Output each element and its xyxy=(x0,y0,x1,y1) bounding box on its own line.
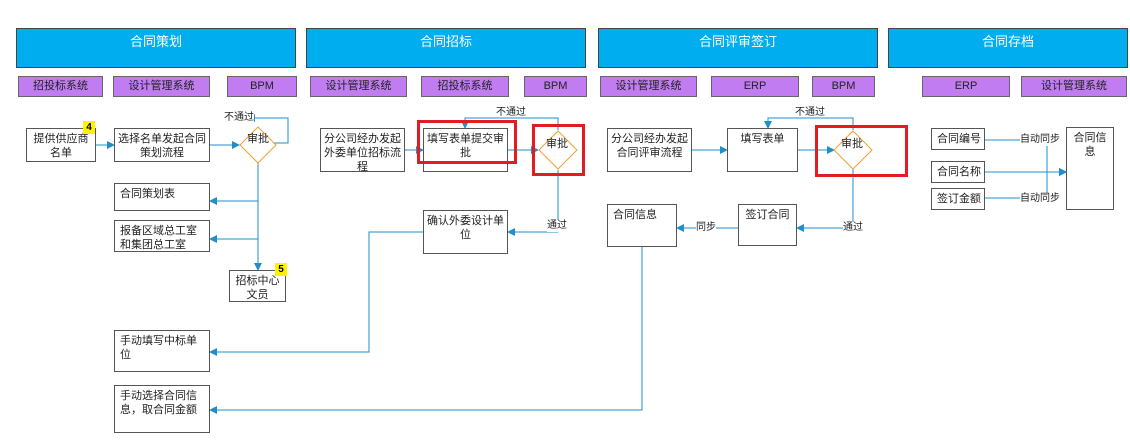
auto-sync1-label: 自动同步 xyxy=(1020,134,1060,146)
approve2-diamond xyxy=(538,130,578,170)
system-design-1: 设计管理系统 xyxy=(113,76,210,97)
phase-review: 合同评审签订 xyxy=(598,28,878,68)
node-confirm-unit: 确认外委设计单位 xyxy=(423,210,508,254)
node-contract-no: 合同编号 xyxy=(931,128,985,150)
node-branch-review: 分公司经办发起合同评审流程 xyxy=(607,128,692,172)
badge-5: 5 xyxy=(275,263,287,276)
node-contract-info: 合同信息 xyxy=(607,204,677,247)
node-sign-amount: 签订金额 xyxy=(931,188,985,210)
node-sign: 签订合同 xyxy=(738,204,797,246)
node-manual-select: 手动选择合同信息，取合同金额 xyxy=(114,385,210,433)
approve1-diamond xyxy=(239,126,277,164)
node-plan-table: 合同策划表 xyxy=(114,183,210,211)
approve2-label: 审批 xyxy=(546,138,568,150)
edge-approve3-reject xyxy=(764,117,854,130)
phase-archive: 合同存档 xyxy=(888,28,1128,68)
approve3-diamond xyxy=(833,130,873,170)
phase-bidding: 合同招标 xyxy=(306,28,586,68)
node-contract-name: 合同名称 xyxy=(931,161,985,183)
node-fill-form: 填写表单 xyxy=(727,128,798,172)
system-bpm-1: BPM xyxy=(227,76,297,97)
system-erp-4: ERP xyxy=(922,76,1010,97)
system-design-2: 设计管理系统 xyxy=(310,76,407,97)
system-erp-3: ERP xyxy=(711,76,799,97)
auto-sync2-label: 自动同步 xyxy=(1020,193,1060,205)
highlight-approve3 xyxy=(815,125,908,177)
node-manual-bid-unit: 手动填写中标单位 xyxy=(114,330,210,372)
pass2-label: 通过 xyxy=(547,220,567,232)
edge-amount-to-info xyxy=(985,168,1067,199)
node-select-list: 选择名单发起合同策划流程 xyxy=(114,128,210,162)
node-fill-submit: 填写表单提交审批 xyxy=(423,128,508,172)
reject2-label: 不通过 xyxy=(496,107,526,118)
reject1-label: 不通过 xyxy=(224,112,254,124)
system-design-4: 设计管理系统 xyxy=(1021,76,1127,97)
sync-label: 同步 xyxy=(696,222,716,234)
phase-planning: 合同策划 xyxy=(16,28,296,68)
system-bpm-3: BPM xyxy=(812,76,875,97)
edge-approve3-pass xyxy=(796,168,854,232)
node-branch-bid: 分公司经办发起外委单位招标流程 xyxy=(320,128,405,172)
highlight-fill-submit xyxy=(417,120,517,164)
edge-confirm-to-manual xyxy=(209,231,423,356)
system-bidding-2: 招投标系统 xyxy=(421,76,509,97)
system-bpm-2: BPM xyxy=(524,76,587,97)
badge-4: 4 xyxy=(83,121,95,134)
edge-info-to-manual-select xyxy=(209,247,643,414)
node-report: 报备区域总工室和集团总工室 xyxy=(114,220,210,252)
reject3-label: 不通过 xyxy=(795,107,825,118)
system-design-3: 设计管理系统 xyxy=(600,76,697,97)
edge-approve2-pass xyxy=(507,170,559,236)
approve3-label: 审批 xyxy=(841,138,863,150)
system-bidding-1: 招投标系统 xyxy=(18,76,103,97)
edge-approve1-reject xyxy=(247,114,289,144)
node-contract-info-archive: 合同信息 xyxy=(1066,127,1114,210)
pass3-label: 通过 xyxy=(843,222,863,234)
highlight-approve2 xyxy=(532,124,585,176)
approve1-label: 审批 xyxy=(247,133,269,145)
